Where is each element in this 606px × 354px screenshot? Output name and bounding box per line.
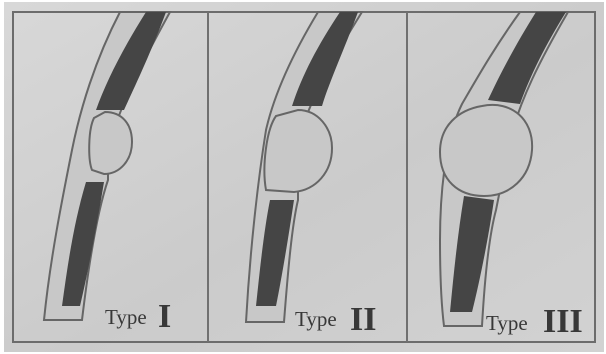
type-label-numeral: II	[350, 301, 376, 338]
type-label-word: Type	[105, 305, 147, 329]
type-label-word: Type	[486, 311, 528, 335]
bulge-sac	[440, 105, 532, 196]
type-label-word: Type	[295, 307, 337, 331]
type-label-numeral: III	[543, 303, 583, 340]
type-label-numeral: I	[158, 298, 171, 335]
